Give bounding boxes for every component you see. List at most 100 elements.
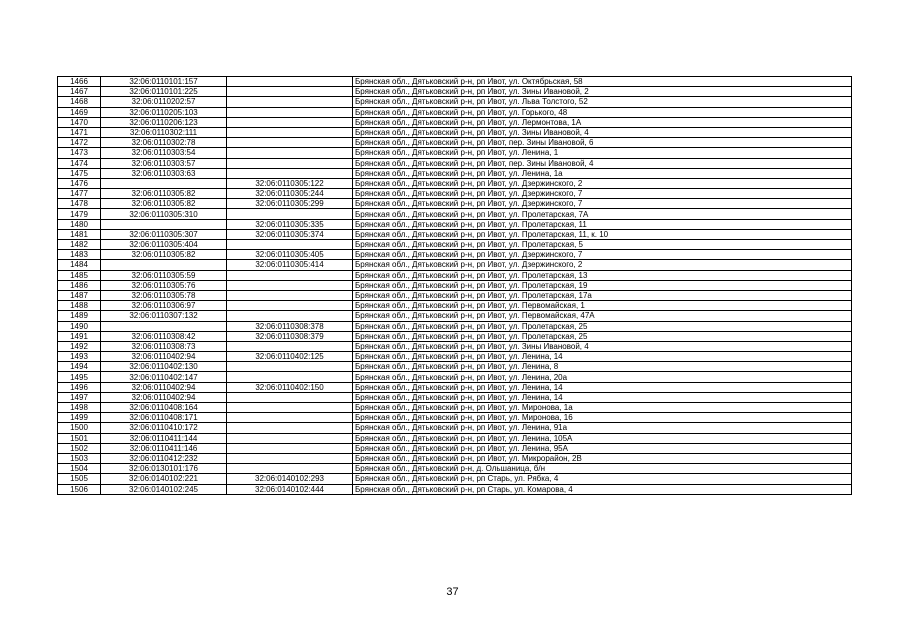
row-number-cell: 1497 (57, 391, 101, 404)
secondary-cadastral-number-cell (226, 422, 353, 434)
cadastral-number-cell: 32:06:0110305:307 (100, 228, 227, 241)
address-cell: Брянская обл., Дятьковский р-н, рп Старь… (352, 483, 852, 495)
row-number-cell: 1471 (57, 126, 101, 139)
secondary-cadastral-number-cell: 32:06:0110305:244 (226, 188, 353, 200)
secondary-cadastral-number-cell: 32:06:0110305:405 (226, 249, 353, 261)
address-cell: Брянская обл., Дятьковский р-н, рп Ивот,… (352, 249, 852, 261)
row-number-cell: 1500 (57, 422, 101, 434)
cadastral-number-cell: 32:06:0110305:404 (100, 238, 227, 251)
row-number-cell: 1501 (57, 432, 101, 444)
address-cell: Брянская обл., Дятьковский р-н, рп Ивот,… (352, 422, 852, 434)
row-number-cell: 1467 (57, 86, 101, 98)
cadastral-number-cell: 32:06:0110205:103 (100, 106, 227, 118)
cadastral-number-cell: 32:06:0110402:147 (100, 371, 227, 383)
cadastral-number-cell: 32:06:0110306:97 (100, 300, 227, 312)
address-cell: Брянская обл., Дятьковский р-н, д. Ольша… (352, 463, 852, 475)
secondary-cadastral-number-cell (226, 167, 353, 179)
row-number-cell: 1466 (57, 75, 101, 88)
secondary-cadastral-number-cell (226, 463, 353, 475)
row-number-cell: 1478 (57, 198, 101, 210)
secondary-cadastral-number-cell: 32:06:0110305:299 (226, 198, 353, 210)
address-cell: Брянская обл., Дятьковский р-н, рп Ивот,… (352, 157, 852, 169)
secondary-cadastral-number-cell (226, 147, 353, 159)
secondary-cadastral-number-cell (226, 75, 353, 88)
cadastral-number-cell: 32:06:0110303:63 (100, 167, 227, 179)
address-cell: Брянская обл., Дятьковский р-н, рп Ивот,… (352, 218, 852, 230)
address-cell: Брянская обл., Дятьковский р-н, рп Ивот,… (352, 106, 852, 118)
secondary-cadastral-number-cell: 32:06:0110308:379 (226, 330, 353, 342)
row-number-cell: 1505 (57, 473, 101, 485)
cadastral-number-cell: 32:06:0140102:245 (100, 483, 227, 495)
address-cell: Брянская обл., Дятьковский р-н, рп Ивот,… (352, 269, 852, 281)
secondary-cadastral-number-cell (226, 289, 353, 302)
row-number-cell: 1490 (57, 320, 101, 332)
row-number-cell: 1489 (57, 310, 101, 322)
row-number-cell: 1499 (57, 412, 101, 424)
cadastral-number-cell (100, 177, 227, 190)
address-cell: Брянская обл., Дятьковский р-н, рп Ивот,… (352, 96, 852, 108)
address-cell: Брянская обл., Дятьковский р-н, рп Ивот,… (352, 401, 852, 414)
secondary-cadastral-number-cell: 32:06:0140102:444 (226, 483, 353, 495)
cadastral-number-cell: 32:06:0110303:57 (100, 157, 227, 169)
address-cell: Брянская обл., Дятьковский р-н, рп Ивот,… (352, 442, 852, 454)
secondary-cadastral-number-cell (226, 300, 353, 312)
cadastral-number-cell: 32:06:0110410:172 (100, 422, 227, 434)
secondary-cadastral-number-cell (226, 310, 353, 322)
row-number-cell: 1476 (57, 177, 101, 190)
row-number-cell: 1481 (57, 228, 101, 241)
row-number-cell: 1477 (57, 188, 101, 200)
secondary-cadastral-number-cell: 32:06:0110402:150 (226, 381, 353, 393)
cadastral-number-cell: 32:06:0130101:176 (100, 463, 227, 475)
row-number-cell: 1493 (57, 351, 101, 363)
secondary-cadastral-number-cell (226, 442, 353, 454)
row-number-cell: 1495 (57, 371, 101, 383)
secondary-cadastral-number-cell (226, 391, 353, 404)
address-cell: Брянская обл., Дятьковский р-н, рп Ивот,… (352, 432, 852, 444)
cadastral-number-cell: 32:06:0110308:42 (100, 330, 227, 342)
row-number-cell: 1470 (57, 116, 101, 128)
address-cell: Брянская обл., Дятьковский р-н, рп Ивот,… (352, 238, 852, 251)
cadastral-number-cell: 32:06:0110302:111 (100, 126, 227, 139)
address-cell: Брянская обл., Дятьковский р-н, рп Ивот,… (352, 361, 852, 373)
address-cell: Брянская обл., Дятьковский р-н, рп Ивот,… (352, 289, 852, 302)
cadastral-number-cell: 32:06:0110305:76 (100, 279, 227, 291)
secondary-cadastral-number-cell: 32:06:0110308:378 (226, 320, 353, 332)
row-number-cell: 1472 (57, 137, 101, 149)
secondary-cadastral-number-cell (226, 106, 353, 118)
row-number-cell: 1473 (57, 147, 101, 159)
row-number-cell: 1498 (57, 401, 101, 414)
address-cell: Брянская обл., Дятьковский р-н, рп Ивот,… (352, 351, 852, 363)
secondary-cadastral-number-cell (226, 452, 353, 465)
address-cell: Брянская обл., Дятьковский р-н, рп Ивот,… (352, 116, 852, 128)
address-cell: Брянская обл., Дятьковский р-н, рп Ивот,… (352, 412, 852, 424)
address-cell: Брянская обл., Дятьковский р-н, рп Старь… (352, 473, 852, 485)
address-cell: Брянская обл., Дятьковский р-н, рп Ивот,… (352, 340, 852, 353)
secondary-cadastral-number-cell (226, 412, 353, 424)
cadastral-number-cell: 32:06:0110402:130 (100, 361, 227, 373)
address-cell: Брянская обл., Дятьковский р-н, рп Ивот,… (352, 320, 852, 332)
cadastral-number-cell: 32:06:0110303:54 (100, 147, 227, 159)
secondary-cadastral-number-cell: 32:06:0140102:293 (226, 473, 353, 485)
